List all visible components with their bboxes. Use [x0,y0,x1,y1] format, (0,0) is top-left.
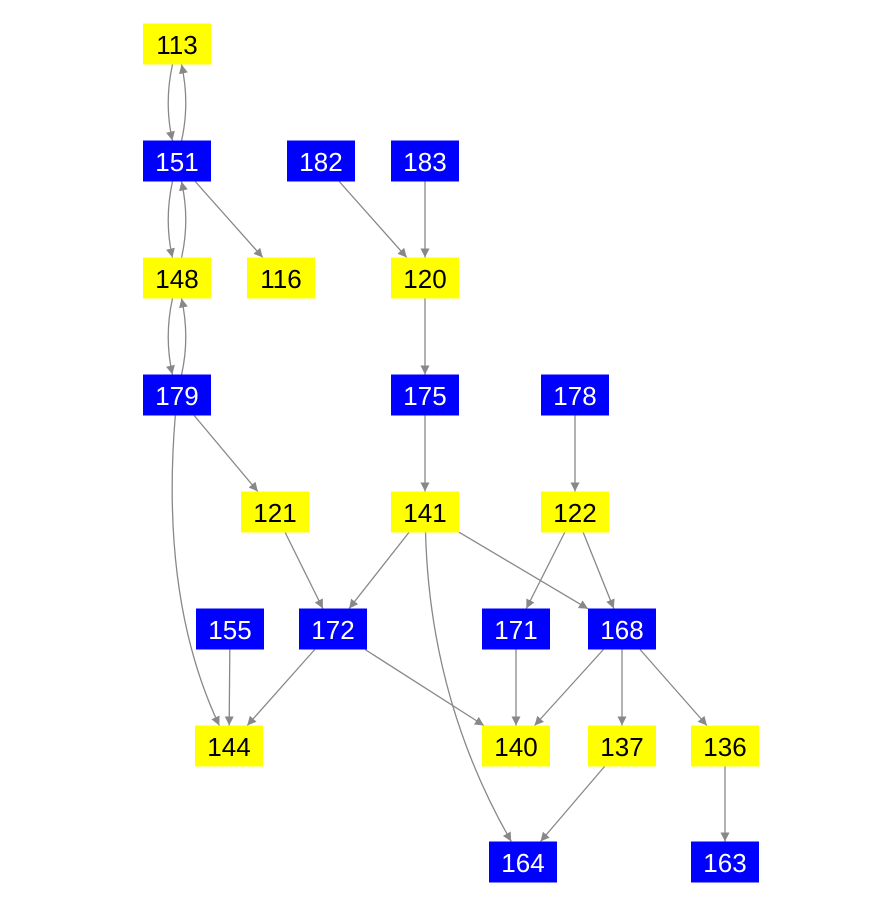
node-box [391,374,459,416]
node-172: 172 [299,608,367,650]
node-label: 116 [260,264,301,294]
node-171: 171 [482,608,550,650]
node-label: 155 [208,615,251,645]
node-151: 151 [143,140,211,182]
edge-182-to-120 [338,181,408,258]
node-label: 113 [156,30,197,60]
node-137: 137 [588,725,656,767]
node-box [482,725,550,767]
node-box [588,725,656,767]
node-label: 163 [703,848,746,878]
node-label: 164 [501,848,544,878]
node-label: 182 [299,147,342,177]
node-label: 136 [703,732,746,762]
edge-168-to-140 [534,649,604,726]
node-175: 175 [391,374,459,416]
node-label: 140 [494,732,537,762]
edge-141-to-164 [424,532,512,842]
node-box [196,608,264,650]
node-label: 151 [155,147,198,177]
edge-172-to-140 [364,648,485,727]
edge-141-to-172 [348,532,410,609]
node-box [287,140,355,182]
node-116: 116 [247,257,315,299]
node-183: 183 [391,140,459,182]
edge-172-to-144 [246,649,316,726]
edge-148-to-151 [179,181,188,258]
node-155: 155 [196,608,264,650]
node-label: 120 [403,264,446,294]
node-label: 183 [403,147,446,177]
node-label: 137 [600,732,643,762]
node-140: 140 [482,725,550,767]
node-box [241,491,309,533]
node-box [247,257,315,299]
node-164: 164 [489,841,557,883]
edge-168-to-136 [639,649,708,726]
node-label: 171 [494,615,537,645]
edge-179-to-121 [193,415,259,492]
edge-151-to-116 [194,181,264,258]
node-label: 148 [155,264,198,294]
node-box [143,257,211,299]
node-113: 113 [143,23,211,65]
node-179: 179 [143,374,211,416]
node-label: 179 [155,381,198,411]
node-box [299,608,367,650]
node-box [588,608,656,650]
node-box [541,374,609,416]
node-178: 178 [541,374,609,416]
node-120: 120 [391,257,459,299]
node-168: 168 [588,608,656,650]
node-box [143,374,211,416]
edge-179-to-144 [171,415,220,726]
edges-layer [166,64,730,842]
edge-141-to-168 [458,531,589,610]
node-141: 141 [391,491,459,533]
node-label: 178 [553,381,596,411]
node-136: 136 [691,725,759,767]
node-163: 163 [691,841,759,883]
node-box [391,140,459,182]
edge-122-to-171 [525,532,566,609]
edge-113-to-151 [166,64,175,141]
node-box [143,140,211,182]
node-label: 144 [207,732,250,762]
edge-148-to-179 [166,298,175,375]
node-144: 144 [195,725,263,767]
node-box [391,257,459,299]
node-box [691,841,759,883]
node-label: 172 [311,615,354,645]
node-label: 121 [253,498,296,528]
node-148: 148 [143,257,211,299]
node-122: 122 [541,491,609,533]
node-label: 141 [403,498,446,528]
edge-155-to-144 [224,649,234,726]
node-box [143,23,211,65]
node-box [489,841,557,883]
node-box [541,491,609,533]
node-box [195,725,263,767]
edge-122-to-168 [582,532,615,609]
edge-137-to-164 [540,766,605,842]
nodes-layer: 113 151 182 183 148 116 120 179 175 178 121 141 122 1… [143,23,759,883]
edge-179-to-148 [179,298,188,375]
edge-121-to-172 [284,532,324,609]
node-box [482,608,550,650]
edge-151-to-113 [179,64,188,141]
node-box [691,725,759,767]
node-label: 175 [403,381,446,411]
node-box [391,491,459,533]
node-182: 182 [287,140,355,182]
node-label: 122 [553,498,596,528]
node-121: 121 [241,491,309,533]
node-label: 168 [600,615,643,645]
edge-151-to-148 [166,181,175,258]
